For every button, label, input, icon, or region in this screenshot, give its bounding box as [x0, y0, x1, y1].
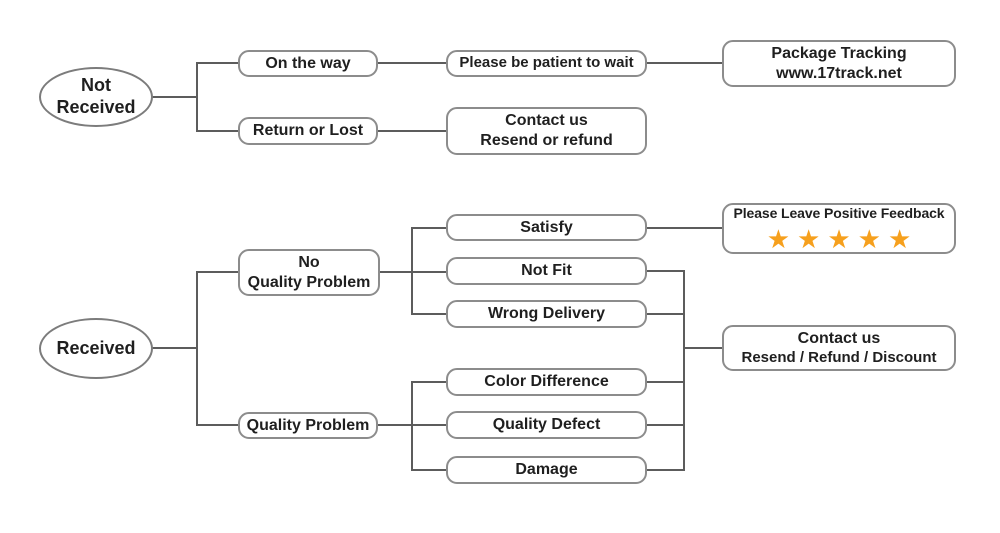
- node-label: Received: [56, 337, 136, 358]
- node-label-line1: Contact us: [505, 112, 588, 129]
- node-color-difference: Color Difference: [446, 368, 647, 396]
- node-label-line1: Contact us: [797, 329, 881, 347]
- node-label: Please be patient to wait: [459, 54, 634, 72]
- node-label-line1: Package Tracking: [771, 44, 907, 62]
- node-no-quality-problem: No Quality Problem: [238, 249, 380, 296]
- node-label: Damage: [515, 461, 578, 478]
- node-label-line1: No: [298, 253, 320, 271]
- node-wrong-delivery: Wrong Delivery: [446, 300, 647, 328]
- star-rating-icons: ★★★★★: [766, 223, 919, 254]
- received-branch-connectors: [151, 271, 239, 426]
- node-satisfy: Satisfy: [446, 214, 647, 241]
- no-quality-sub-connectors: [377, 227, 447, 315]
- node-damage: Damage: [446, 456, 647, 484]
- node-label: Satisfy: [520, 218, 573, 236]
- node-label-line2: Quality Problem: [247, 273, 371, 291]
- node-received: Received: [39, 318, 153, 379]
- node-label: Color Difference: [484, 373, 609, 390]
- node-quality-problem: Quality Problem: [238, 412, 378, 439]
- tracking-url: www.17track.net: [776, 64, 902, 82]
- not-received-branch-connectors: [151, 62, 723, 132]
- node-label: On the way: [265, 54, 351, 72]
- node-label-line2: Received: [56, 97, 136, 117]
- node-label: Not Fit: [521, 262, 572, 279]
- node-label-line2: Resend or refund: [480, 132, 613, 149]
- node-not-fit: Not Fit: [446, 257, 647, 285]
- node-be-patient: Please be patient to wait: [446, 50, 647, 77]
- node-positive-feedback: Please Leave Positive Feedback ★★★★★: [722, 203, 956, 254]
- node-quality-defect: Quality Defect: [446, 411, 647, 439]
- node-contact-resend-refund-discount: Contact us Resend / Refund / Discount: [722, 325, 956, 371]
- node-label-line1: Not: [81, 75, 111, 96]
- node-label: Quality Defect: [492, 416, 601, 433]
- node-label: Wrong Delivery: [487, 305, 606, 322]
- node-return-or-lost: Return or Lost: [238, 117, 378, 145]
- node-package-tracking: Package Tracking www.17track.net: [722, 40, 956, 87]
- right-collector-connectors: [646, 227, 723, 471]
- node-contact-resend-refund: Contact us Resend or refund: [446, 107, 647, 155]
- node-label: Quality Problem: [246, 416, 370, 434]
- node-not-received: Not Received: [39, 67, 153, 127]
- feedback-label: Please Leave Positive Feedback: [733, 205, 945, 222]
- node-on-the-way: On the way: [238, 50, 378, 77]
- node-label: Return or Lost: [252, 122, 364, 139]
- quality-sub-connectors: [377, 381, 447, 471]
- node-label-line2: Resend / Refund / Discount: [741, 348, 937, 366]
